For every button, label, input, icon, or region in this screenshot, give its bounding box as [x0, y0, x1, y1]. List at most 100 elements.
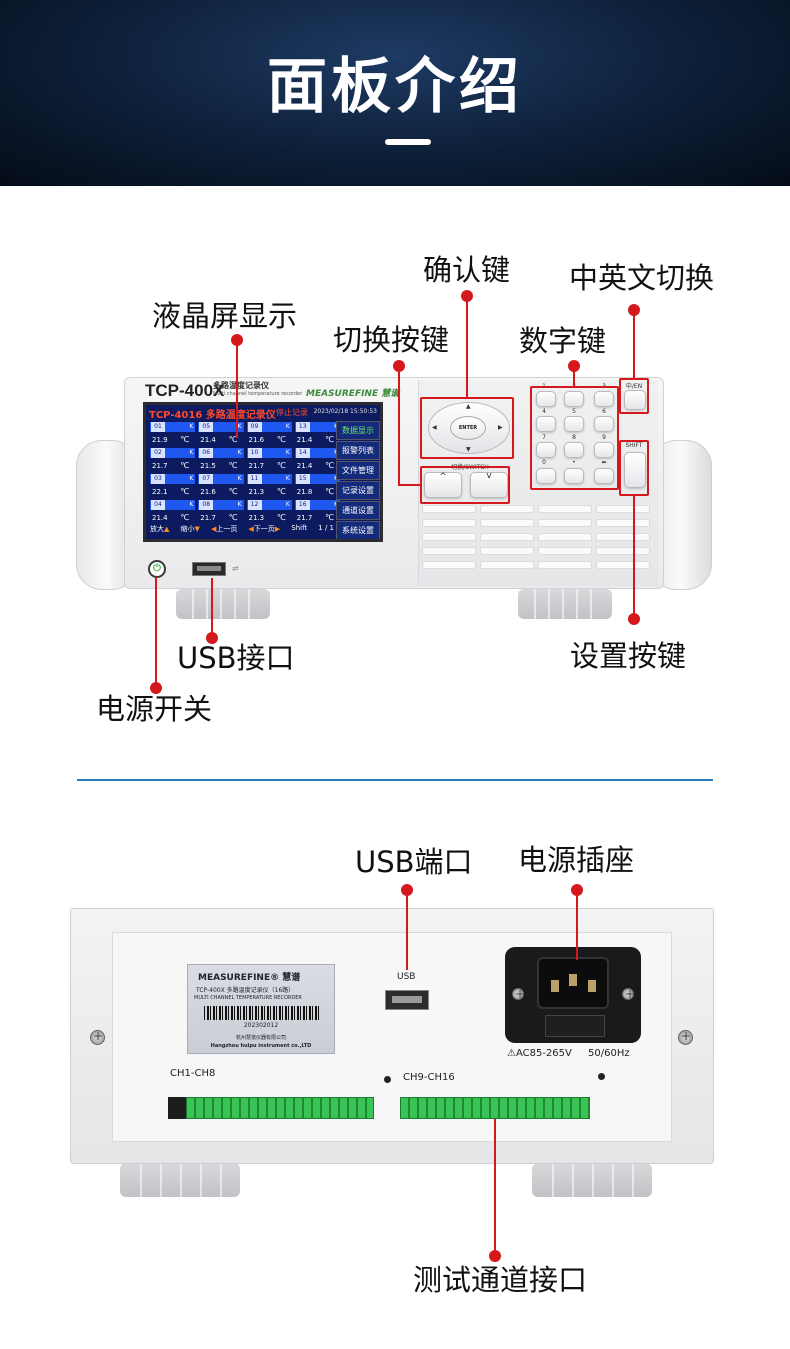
digit-3-button[interactable]: [594, 391, 614, 407]
digit-1-button[interactable]: [536, 391, 556, 407]
digit-label-5: 5: [572, 408, 576, 415]
lcd-prev-page[interactable]: ◀上一页: [210, 525, 238, 533]
enter-button[interactable]: ENTER: [450, 416, 486, 440]
digit-label-6: 6: [602, 408, 606, 415]
triangle-left-icon: ◀: [210, 525, 217, 533]
channel-value: 21.4℃: [296, 461, 334, 470]
socket-callout-line: [576, 890, 578, 960]
nameplate-company-en: Hangzhou huipu instrument co.,LTD: [210, 1043, 312, 1049]
channel-value: 21.9℃: [152, 435, 190, 444]
lcd-menu-data-display[interactable]: 数据显示: [336, 421, 380, 440]
channel-header: 15K: [294, 474, 340, 484]
backspace-button[interactable]: [594, 468, 614, 484]
digit-9-button[interactable]: [594, 442, 614, 458]
digit-label-7: 7: [542, 434, 546, 441]
vent-slot: [538, 533, 592, 541]
terminal-block-ch1-ch8[interactable]: [186, 1097, 374, 1119]
dot-button[interactable]: [564, 468, 584, 484]
vent-slot: [596, 505, 650, 513]
channel-value: 21.6℃: [200, 487, 238, 496]
model-subtitle-en: Multi channel temperature recorder: [213, 391, 303, 397]
socket-callout-label: 电源插座: [518, 843, 635, 877]
vent-slot: [538, 561, 592, 569]
lcd-page-indicator: 1 / 1: [318, 524, 334, 532]
lcd-next-page[interactable]: ◀下一页▶: [248, 525, 281, 533]
cn-en-highlight: [619, 378, 649, 414]
digit-6-button[interactable]: [594, 416, 614, 432]
vent-slot: [538, 547, 592, 555]
channel-header: 16K: [294, 500, 340, 510]
iec-inlet: [537, 957, 609, 1009]
nav-left-icon[interactable]: ◀: [432, 424, 437, 431]
header-banner: 面板介绍: [0, 0, 790, 186]
screw-icon: [90, 1029, 105, 1045]
vent-slot: [422, 561, 476, 569]
channel-value: 21.3℃: [248, 487, 286, 496]
nav-right-icon[interactable]: ▶: [498, 424, 503, 431]
rear-usb-callout-label: USB端口: [355, 845, 473, 879]
nameplate: MEASUREFINE® 慧谱 TCP-400X 多路温度记录仪（16路） MU…: [187, 964, 335, 1054]
channel-value: 21.4℃: [296, 435, 334, 444]
digit-4-button[interactable]: [536, 416, 556, 432]
number-callout-line: [573, 366, 575, 387]
digit-label-4: 4: [542, 408, 546, 415]
switch-down-button[interactable]: v: [470, 471, 508, 498]
lcd-menu-file-management[interactable]: 文件管理: [336, 461, 380, 480]
cn-en-label: 中/EN: [625, 383, 643, 390]
channel-value: 21.7℃: [296, 513, 334, 522]
lcd-menu-record-settings[interactable]: 记录设置: [336, 481, 380, 500]
cn-en-button[interactable]: [624, 390, 646, 410]
vent-slot: [422, 533, 476, 541]
terminal-block-ch9-ch16[interactable]: [400, 1097, 590, 1119]
nameplate-brand: MEASUREFINE® 慧谱: [198, 973, 301, 983]
vent-slot: [480, 547, 534, 555]
nav-up-icon[interactable]: ▲: [466, 403, 471, 410]
channel-callout-dot: [489, 1250, 501, 1262]
power-icon: ⏻: [153, 563, 161, 574]
number-callout-label: 数字键: [519, 324, 607, 358]
switch-callout-label: 切换按键: [333, 323, 450, 357]
lcd-menu-system-settings[interactable]: 系统设置: [336, 521, 380, 539]
number-keys-highlight: [530, 386, 619, 490]
lcd-record-status: 停止记录: [276, 408, 308, 417]
settings-callout-label: 设置按键: [570, 639, 687, 673]
vent-slot: [596, 547, 650, 555]
channel-value: 21.6℃: [248, 435, 286, 444]
power-callout-label: 电源开关: [96, 692, 213, 726]
switch-up-button[interactable]: ^: [424, 472, 462, 498]
frequency-spec-label: 50/60Hz: [588, 1048, 630, 1059]
digit-7-button[interactable]: [536, 442, 556, 458]
rear-usb-callout-line: [406, 890, 408, 970]
lcd-zoom-out[interactable]: 缩小▼: [180, 525, 200, 533]
lcd-menu: 数据显示 报警列表 文件管理 记录设置 通道设置 系统设置: [336, 421, 380, 539]
channel-value: 21.4℃: [152, 513, 190, 522]
switch-callout-dot: [393, 360, 405, 372]
power-button[interactable]: ⏻: [148, 560, 166, 578]
lcd-menu-alarm-list[interactable]: 报警列表: [336, 441, 380, 460]
channel-value: 21.8℃: [296, 487, 334, 496]
vent-slot: [538, 505, 592, 513]
lcd-zoom-in[interactable]: 放大▲: [150, 525, 170, 533]
digit-8-button[interactable]: [564, 442, 584, 458]
fuse-holder[interactable]: [545, 1015, 605, 1037]
socket-screw-icon: [512, 987, 525, 1001]
value-row: 21.4℃ 21.7℃ 21.3℃ 21.7℃: [150, 513, 340, 525]
rear-usb-port[interactable]: [385, 990, 429, 1010]
digit-5-button[interactable]: [564, 416, 584, 432]
front-usb-port[interactable]: [192, 562, 226, 576]
switch-callout-line-v: [398, 366, 400, 485]
digit-0-button[interactable]: [536, 468, 556, 484]
digit-2-button[interactable]: [564, 391, 584, 407]
shift-button[interactable]: [624, 452, 646, 488]
number-callout-dot: [568, 360, 580, 372]
lcd-menu-channel-settings[interactable]: 通道设置: [336, 501, 380, 520]
power-callout-dot: [150, 682, 162, 694]
nav-down-icon[interactable]: ▼: [466, 446, 471, 453]
vent-slot: [422, 547, 476, 555]
settings-callout-line: [633, 496, 635, 618]
confirm-callout-dot: [461, 290, 473, 302]
